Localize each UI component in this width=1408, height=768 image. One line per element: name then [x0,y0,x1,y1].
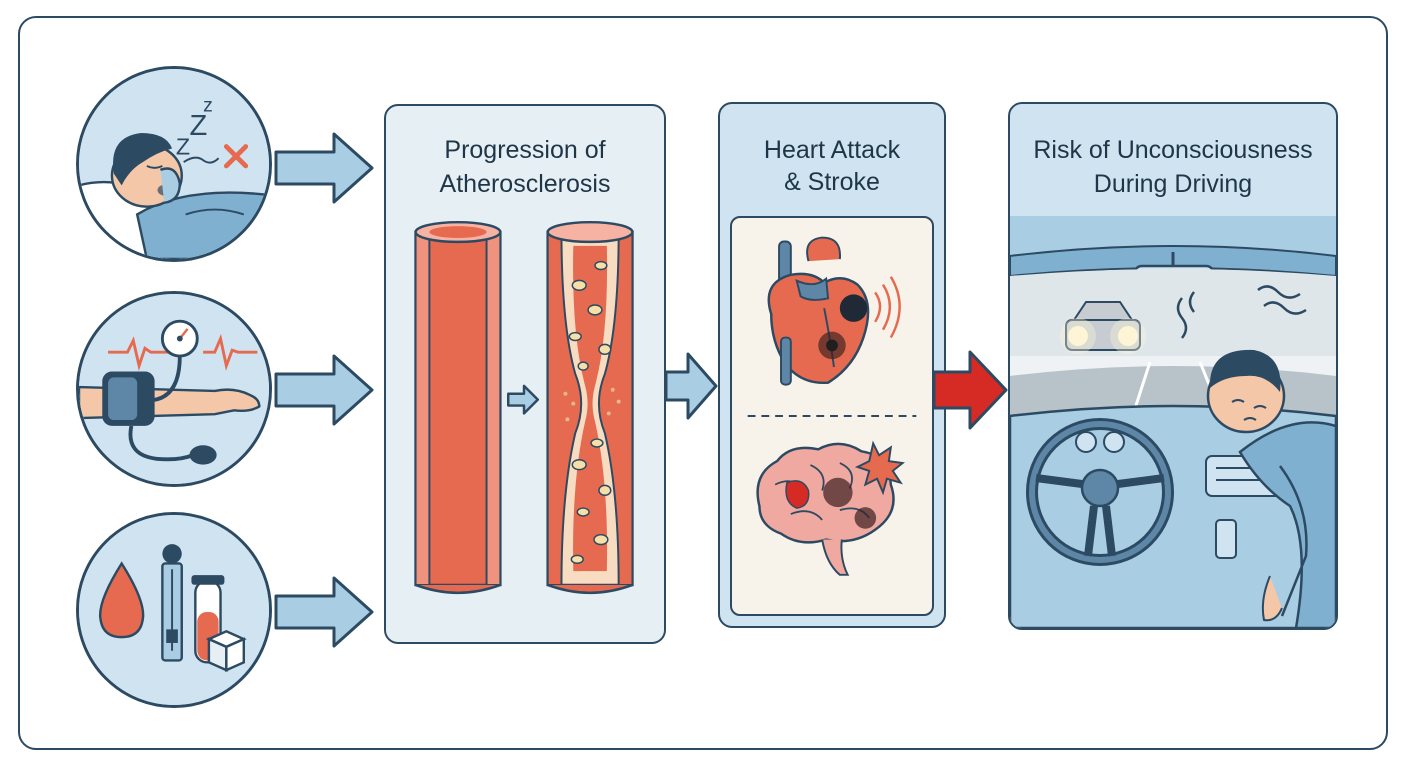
progression-arrow-icon [507,384,540,415]
sleep-apnea-circle: Z Z z [76,66,272,262]
atherosclerosis-title-line2: Atherosclerosis [439,170,611,198]
arrow-pressure-to-atherosclerosis [274,354,374,426]
heart-icon [767,236,901,386]
atherosclerosis-panel: Progression of Atherosclerosis [384,104,666,644]
heart-stroke-panel: Heart Attack & Stroke [718,102,946,628]
car-ahead-icon [1060,301,1146,354]
blocked-breathing-x-icon [223,144,249,169]
unconscious-driver-icon [1176,285,1336,628]
sleeping-person-icon: Z Z z [79,69,269,259]
driver-unconscious-illustration [1010,216,1336,628]
artery-comparison-illustration [414,220,634,595]
blood-test-icon [79,515,269,705]
blood-drop-icon [99,561,145,639]
heart-brain-illustration [747,236,917,576]
narrowed-artery-icon [546,220,634,595]
atherosclerosis-title-line1: Progression of [444,136,606,164]
snore-z-small: z [203,95,213,117]
steering-wheel-icon [1026,418,1174,566]
red-arrow-heart-to-driving [932,350,1008,430]
driving-title-line2: During Driving [1093,170,1253,198]
sugar-cube-icon [205,630,247,672]
blood-pressure-circle [76,291,272,487]
driving-panel: Risk of Unconsciousness During Driving [1008,102,1338,630]
snore-z-medium: Z [176,133,190,159]
heart-stroke-title-line1: Heart Attack [763,136,901,164]
healthy-artery-icon [414,220,502,595]
heart-stroke-inner-card [730,216,934,616]
snore-z-large: Z [190,110,208,142]
burst-icon [854,440,905,496]
driving-title-line1: Risk of Unconsciousness [1033,136,1313,164]
arrow-sugar-to-atherosclerosis [274,576,374,648]
blood-sugar-circle [76,512,272,708]
heart-stroke-title-line2: & Stroke [784,168,880,196]
blood-pressure-cuff-icon [79,294,269,484]
arrow-sleep-to-atherosclerosis [274,132,374,204]
brain-icon [756,440,905,576]
arrow-atherosclerosis-to-heart [664,352,718,420]
